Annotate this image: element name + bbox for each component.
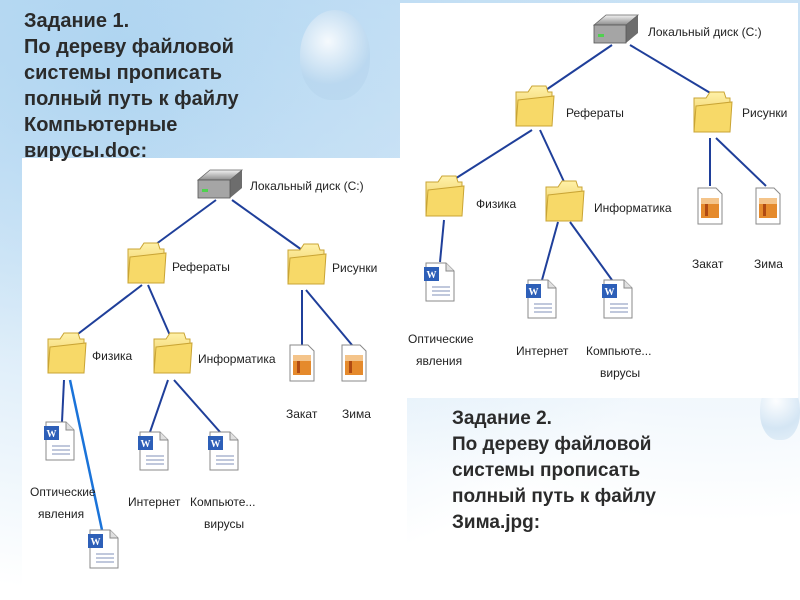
folder-label-informatika: Информатика [594, 201, 672, 215]
word-doc-icon [423, 262, 455, 302]
left-tree: Локальный диск (C:) Рефераты Рисунки Физ… [30, 169, 377, 569]
word-doc-icon [207, 431, 239, 471]
image-file-icon [755, 187, 781, 225]
left-tree-edges [61, 199, 353, 531]
task2-title: Задание 2. [452, 408, 552, 429]
file-label-komp-2: вирусы [600, 366, 640, 380]
folder-label-referaty: Рефераты [172, 260, 230, 274]
task1-line: полный путь к файлу [24, 88, 239, 110]
file-label-zima: Зима [754, 257, 783, 271]
right-tree-edges [439, 44, 767, 281]
image-file-icon [289, 344, 315, 382]
task2-text: Задание 2. По дереву файловой системы пр… [452, 406, 656, 536]
file-label-zakat: Закат [692, 257, 724, 271]
task2-line: Зима.jpg: [452, 512, 541, 533]
file-label-opt-2: явления [38, 507, 84, 521]
task1-title: Задание 1. [24, 10, 130, 32]
folder-icon [153, 332, 193, 374]
root-label: Локальный диск (C:) [250, 179, 364, 193]
folder-icon [545, 180, 585, 222]
file-label-komp-2: вирусы [204, 517, 244, 531]
folder-label-risunki: Рисунки [742, 106, 787, 120]
word-doc-icon [601, 279, 633, 319]
folder-label-referaty: Рефераты [566, 106, 624, 120]
folder-icon [127, 242, 167, 284]
folder-label-risunki: Рисунки [332, 261, 377, 275]
folder-icon [47, 332, 87, 374]
task1-line: Компьютерные [24, 114, 178, 136]
image-file-icon [697, 187, 723, 225]
right-tree: Локальный диск (C:) Рефераты Рисунки Физ… [408, 14, 787, 380]
folder-label-fizika: Физика [476, 197, 517, 211]
folder-icon [515, 85, 555, 127]
task2-line: По дереву файловой [452, 434, 652, 455]
folder-icon [287, 243, 327, 285]
file-label-opt-1: Оптические [408, 332, 474, 346]
folder-label-informatika: Информатика [198, 352, 276, 366]
word-doc-icon [87, 529, 119, 569]
file-label-opt-2: явления [416, 354, 462, 368]
file-label-komp-1: Компьюте... [190, 495, 255, 509]
task2-line: полный путь к файлу [452, 486, 656, 507]
task1-line: По дереву файловой [24, 36, 234, 58]
diagram-panel-right [400, 3, 798, 398]
word-doc-icon [43, 421, 75, 461]
local-disk-icon [197, 169, 243, 199]
balloon-decoration [300, 10, 370, 100]
root-label: Локальный диск (C:) [648, 25, 762, 39]
file-label-internet: Интернет [516, 344, 569, 358]
file-label-internet: Интернет [128, 495, 181, 509]
file-label-opt-1: Оптические [30, 485, 96, 499]
task2-line: системы прописать [452, 460, 641, 481]
file-label-zima: Зима [342, 407, 371, 421]
task1-line: вирусы.doc: [24, 140, 148, 162]
task1-line: системы прописать [24, 62, 223, 84]
folder-icon [425, 175, 465, 217]
image-file-icon [341, 344, 367, 382]
folder-label-fizika: Физика [92, 349, 133, 363]
word-doc-icon [137, 431, 169, 471]
file-label-komp-1: Компьюте... [586, 344, 651, 358]
task1-text: Задание 1. По дереву файловой системы пр… [24, 8, 239, 164]
folder-icon [693, 91, 733, 133]
word-doc-icon [525, 279, 557, 319]
file-label-zakat: Закат [286, 407, 318, 421]
local-disk-icon [593, 14, 639, 44]
